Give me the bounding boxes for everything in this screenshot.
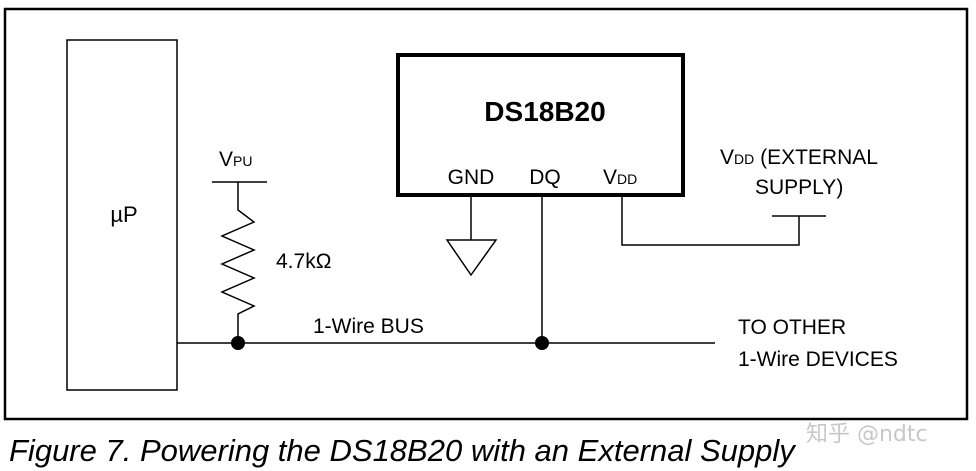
- resistor-value-label: 4.7kΩ: [276, 250, 331, 273]
- diagram-frame: [3, 7, 969, 421]
- chip-label: DS18B20: [484, 96, 605, 127]
- vdd-wire: [621, 195, 800, 246]
- ground-symbol: [445, 239, 498, 277]
- pin-vdd-label: VDD: [603, 166, 637, 189]
- external-vdd-label: VDD (EXTERNAL: [720, 146, 878, 169]
- bus-label: 1-Wire BUS: [313, 315, 424, 338]
- ds18b20-chip: [396, 53, 685, 197]
- microprocessor-block: [66, 39, 178, 391]
- to-other-label-line1: TO OTHER: [738, 316, 846, 339]
- to-other-label-line2: 1-Wire DEVICES: [738, 348, 898, 371]
- junction-dot-resistor: [231, 336, 245, 350]
- figure-caption: Figure 7. Powering the DS18B20 with an E…: [9, 433, 797, 468]
- microprocessor-label: µP: [110, 202, 137, 227]
- pin-dq-label: DQ: [529, 166, 561, 189]
- external-supply-label: SUPPLY): [755, 176, 843, 199]
- pin-gnd-label: GND: [448, 166, 495, 189]
- pullup-resistor: [220, 182, 256, 343]
- watermark: 知乎 @ndtc: [806, 422, 928, 447]
- vpu-label: VPU: [219, 148, 252, 171]
